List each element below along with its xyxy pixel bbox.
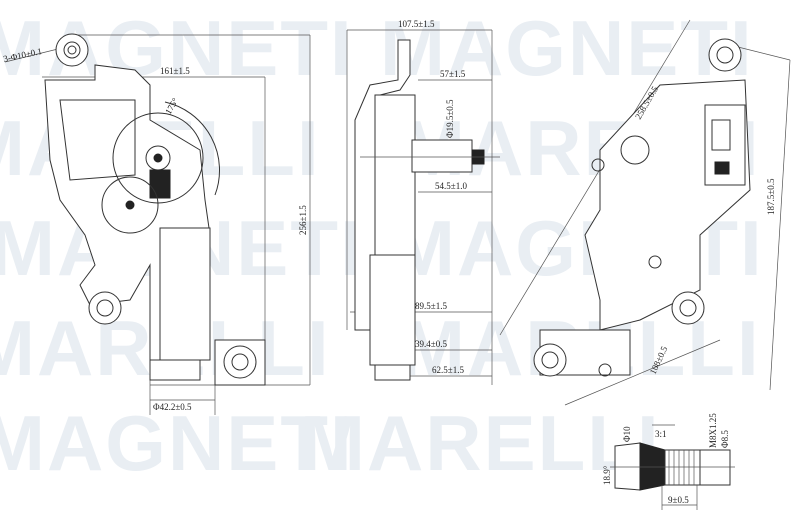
dimension-label: Φ42.2±0.5: [153, 402, 192, 412]
watermark: MAGNETI MARELLI MAGNETI MARELLI MAGNETI …: [0, 4, 762, 487]
rear-view: 258.5±0.5 187.5±0.5 108±0.5: [499, 19, 791, 406]
watermark-text: MARELLI: [300, 399, 661, 487]
dimension-label: 107.5±1.5: [398, 19, 435, 29]
dimension-label: 57±1.5: [440, 69, 466, 79]
watermark-text: MAGNETI: [0, 4, 354, 92]
dimension-label: Φ8.5: [720, 430, 730, 448]
watermark-text: MAGNETI: [0, 399, 354, 487]
dimension-label: 89.5±1.5: [415, 301, 447, 311]
dimension-label: 54.5±1.0: [435, 181, 467, 191]
dimension-label: Φ10: [622, 426, 632, 442]
spline-detail: 3:1 M8X1.25 Φ8.5 Φ10 18.9° 9±0.5: [602, 413, 735, 510]
watermark-text: MAGNETI: [380, 4, 754, 92]
dimension-label: M8X1.25: [708, 413, 718, 448]
dimension-label: 9±0.5: [668, 495, 689, 505]
scale-label: 3:1: [655, 429, 667, 439]
dimension-label: Φ19.5±0.5: [445, 99, 455, 138]
side-view: 107.5±1.5 57±1.5 Φ19.5±0.5 54.5±1.0 89.5…: [346, 19, 500, 385]
dimension-label: 256±1.5: [298, 205, 308, 235]
dimension-label: 187.5±0.5: [766, 178, 776, 215]
dimension-label: 62.5±1.5: [432, 365, 464, 375]
dimension-label: 39.4±0.5: [415, 339, 447, 349]
dimension-label: 161±1.5: [160, 66, 190, 76]
dimension-label: 18.9°: [602, 465, 612, 485]
